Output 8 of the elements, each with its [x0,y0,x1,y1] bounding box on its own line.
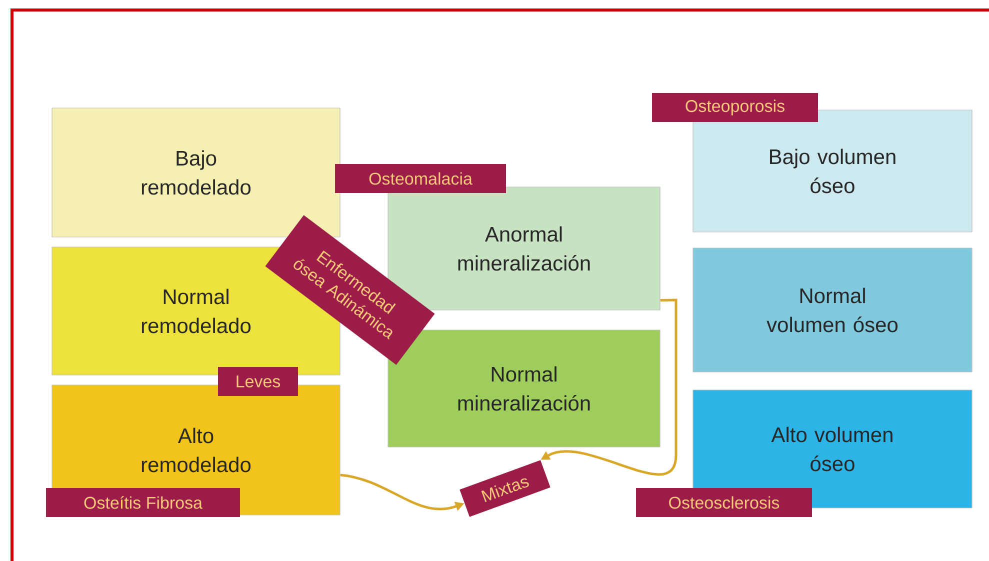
disease-label: Osteoporosis [652,93,818,122]
disease-label: Osteomalacia [335,164,506,193]
disease-label: Osteosclerosis [636,488,812,517]
category-box: Normal volumen óseo [692,248,972,372]
disease-label: Leves [218,367,298,396]
disease-label: Osteítis Fibrosa [46,488,240,517]
disease-label: Mixtas [460,460,550,517]
category-box: Bajo remodelado [52,108,340,238]
